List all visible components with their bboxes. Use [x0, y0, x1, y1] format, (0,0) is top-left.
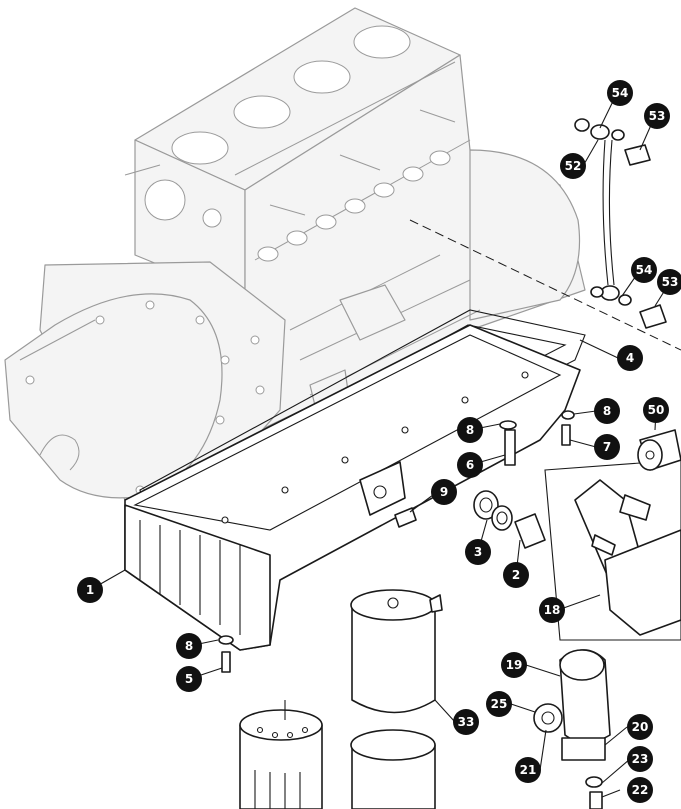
- svg-text:20: 20: [632, 720, 649, 734]
- svg-text:2: 2: [512, 568, 520, 582]
- callout-19: 19: [501, 652, 527, 678]
- svg-text:5: 5: [185, 672, 193, 686]
- callout-33: 33: [453, 709, 479, 735]
- callout-18: 18: [539, 597, 565, 623]
- callout-7: 7: [594, 434, 620, 460]
- svg-text:25: 25: [491, 697, 508, 711]
- oil-pipe-assembly: [574, 118, 667, 329]
- callout-1: 1: [77, 577, 103, 603]
- svg-text:54: 54: [636, 263, 653, 277]
- svg-text:18: 18: [544, 603, 561, 617]
- svg-text:9: 9: [440, 485, 448, 499]
- svg-text:22: 22: [632, 783, 649, 797]
- svg-text:4: 4: [626, 351, 634, 365]
- callout-54-top: 54: [607, 80, 633, 106]
- svg-text:8: 8: [185, 639, 193, 653]
- svg-text:8: 8: [466, 423, 474, 437]
- oil-filter-canister: [350, 589, 443, 809]
- svg-text:1: 1: [86, 583, 94, 597]
- svg-text:6: 6: [466, 458, 474, 472]
- callout-21: 21: [515, 757, 541, 783]
- svg-text:8: 8: [603, 404, 611, 418]
- engine-block: [124, 7, 586, 431]
- callout-8-center: 8: [457, 417, 483, 443]
- svg-text:21: 21: [520, 763, 537, 777]
- callout-3: 3: [465, 539, 491, 565]
- callout-52: 52: [560, 153, 586, 179]
- callout-8-right: 8: [594, 398, 620, 424]
- drain-plug-assembly: [394, 410, 575, 549]
- callout-25: 25: [486, 691, 512, 717]
- callout-4: 4: [617, 345, 643, 371]
- svg-text:23: 23: [632, 752, 649, 766]
- svg-text:7: 7: [603, 440, 611, 454]
- svg-text:52: 52: [565, 159, 582, 173]
- callout-9: 9: [431, 479, 457, 505]
- svg-text:54: 54: [612, 86, 629, 100]
- svg-text:53: 53: [649, 109, 666, 123]
- callout-23: 23: [627, 746, 653, 772]
- svg-text:33: 33: [458, 715, 475, 729]
- filter-element: [239, 700, 323, 809]
- svg-text:50: 50: [648, 403, 665, 417]
- callout-6: 6: [457, 452, 483, 478]
- callout-54-lower: 54: [631, 257, 657, 283]
- callout-2: 2: [503, 562, 529, 588]
- callout-22: 22: [627, 777, 653, 803]
- svg-text:3: 3: [474, 545, 482, 559]
- sump-bolt-lower: [218, 635, 234, 673]
- drive-coupling: [637, 429, 681, 471]
- callout-20: 20: [627, 714, 653, 740]
- timing-cover: [4, 261, 286, 501]
- alignment-line: [409, 219, 681, 351]
- oil-sump: [124, 324, 581, 651]
- callout-53-top: 53: [644, 103, 670, 129]
- svg-text:53: 53: [662, 275, 679, 289]
- callout-50: 50: [643, 397, 669, 423]
- oil-pump: [544, 459, 681, 641]
- callout-5: 5: [176, 666, 202, 692]
- filter-housing: [533, 649, 611, 809]
- callout-8-lower-left: 8: [176, 633, 202, 659]
- callout-53-lower: 53: [657, 269, 681, 295]
- svg-text:19: 19: [506, 658, 523, 672]
